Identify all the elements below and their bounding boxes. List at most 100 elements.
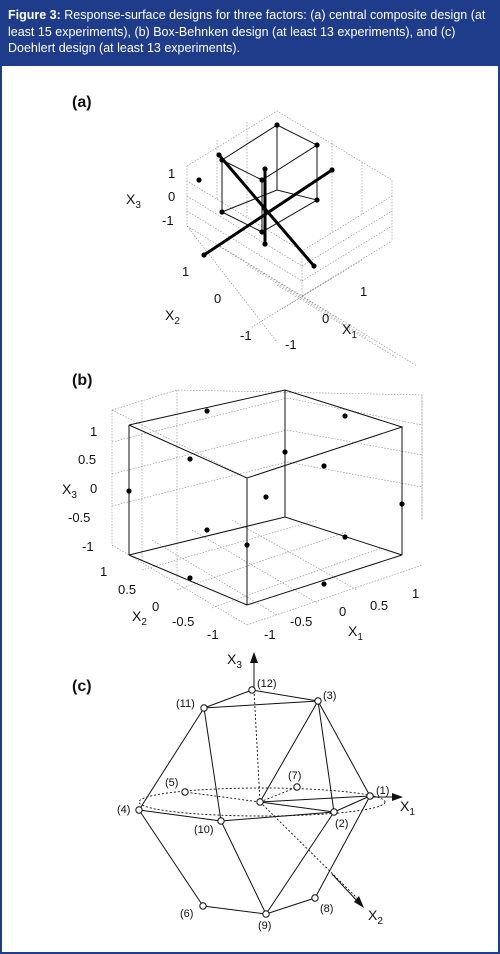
center-point: [263, 494, 269, 500]
vertex-7: [293, 783, 301, 791]
a-x1-tick: 1: [360, 284, 367, 299]
star-point: [216, 152, 222, 158]
vertex-8: [311, 894, 319, 902]
cube-point: [314, 197, 320, 203]
vertex-12: [248, 686, 256, 694]
figure-frame: (a): [0, 66, 500, 954]
edge-midpoint: [204, 408, 210, 414]
b-x2-tick: 1: [100, 564, 107, 579]
vertex-10: [217, 817, 225, 825]
a-x3-axis-title: X3: [126, 191, 141, 211]
point-label: (3): [323, 690, 336, 702]
point-label: (6): [180, 908, 193, 920]
b-x3-tick: 1: [90, 424, 97, 439]
point-label: (9): [258, 920, 271, 932]
a-x2-axis-title: X2: [165, 307, 180, 327]
a-x3-tick: -1: [162, 213, 174, 228]
cube-point: [274, 122, 280, 128]
point-label: (12): [257, 678, 277, 690]
cube-point: [196, 177, 202, 183]
cube-point: [219, 209, 225, 215]
panel-b-label: (b): [72, 372, 92, 389]
b-x3-tick: -1: [82, 539, 94, 554]
panel-c-label: (c): [72, 678, 92, 695]
edge-midpoint: [342, 534, 348, 540]
star-point: [329, 167, 335, 173]
center-point: [261, 205, 267, 211]
c-x3-axis-title: X3: [227, 651, 242, 671]
panel-c-axes: [250, 652, 403, 908]
a-x2-tick: 1: [182, 264, 189, 279]
b-x3-axis-title: X3: [62, 481, 77, 501]
panel-a-grid: [186, 110, 418, 367]
star-point: [262, 241, 268, 247]
vertex-center: [256, 798, 264, 806]
panel-a-label: (a): [72, 94, 92, 111]
x1-arrow-icon: [392, 793, 403, 801]
panel-c-edges: [138, 689, 371, 915]
edge-midpoint: [187, 456, 193, 462]
vertex-1: [366, 792, 374, 800]
star-point: [201, 252, 207, 258]
b-x2-tick: 0.5: [118, 582, 136, 597]
b-x3-tick: 0.5: [78, 452, 96, 467]
edge-midpoint: [342, 413, 348, 419]
a-x1-tick: 0: [322, 311, 329, 326]
point-label: (1): [376, 785, 389, 797]
equator-ellipse: [138, 787, 386, 817]
vertex-9: [262, 910, 270, 918]
edge-midpoint: [321, 463, 327, 469]
c-x1-axis-title: X1: [400, 798, 415, 818]
cube-point: [259, 177, 265, 183]
point-label: (2): [335, 818, 348, 830]
b-x3-tick: -0.5: [68, 510, 90, 525]
b-x1-tick: -0.5: [290, 614, 312, 629]
b-x2-axis-title: X2: [132, 608, 147, 628]
edge-midpoint: [204, 527, 210, 533]
b-x1-tick: 1: [412, 586, 419, 601]
a-x1-tick: -1: [285, 337, 297, 352]
b-x2-tick: -1: [207, 627, 219, 642]
caption-text: Response-surface designs for three facto…: [8, 8, 486, 55]
vertex-3: [314, 697, 322, 705]
point-label: (5): [165, 777, 178, 789]
a-x3-tick: 0: [168, 189, 175, 204]
figure-diagram: (a): [62, 94, 423, 932]
x2-axis-line: [331, 873, 359, 903]
edge-midpoint: [321, 581, 327, 587]
point-label: (7): [288, 770, 301, 782]
panel-c-vertices: [135, 686, 374, 918]
vertex-11: [200, 704, 208, 712]
edge-midpoint: [126, 488, 132, 494]
panel-b-grid: [111, 389, 423, 626]
panel-b: (b): [62, 372, 423, 643]
x2-arrow-icon: [354, 896, 364, 908]
a-x2-tick: -1: [240, 328, 252, 343]
cube-point: [314, 142, 320, 148]
point-label: (11): [176, 698, 195, 710]
vertex-4: [135, 806, 143, 814]
b-x3-tick: 0: [90, 481, 97, 496]
x3-arrow-icon: [250, 652, 258, 663]
panel-c: (c): [72, 651, 415, 932]
figure-caption: Figure 3: Response-surface designs for t…: [0, 0, 500, 66]
b-x1-tick: 0.5: [370, 598, 388, 613]
panel-b-cube: [128, 389, 404, 606]
edge-midpoint: [244, 542, 250, 548]
vertex-2: [330, 808, 338, 816]
c-x2-axis-title: X2: [368, 907, 383, 927]
star-point: [262, 166, 268, 172]
vertex-5: [181, 788, 189, 796]
caption-label: Figure 3:: [8, 8, 61, 22]
panel-a: (a): [72, 94, 418, 367]
a-x1-axis-title: X1: [342, 321, 357, 341]
vertex-6: [199, 902, 207, 910]
a-x3-tick: 1: [168, 166, 175, 181]
b-x1-tick: 0: [339, 604, 346, 619]
a-x2-tick: 0: [214, 291, 221, 306]
point-label: (4): [117, 804, 130, 816]
point-label: (10): [194, 824, 214, 836]
panel-a-design-points: [196, 122, 335, 269]
edge-midpoint: [282, 449, 288, 455]
